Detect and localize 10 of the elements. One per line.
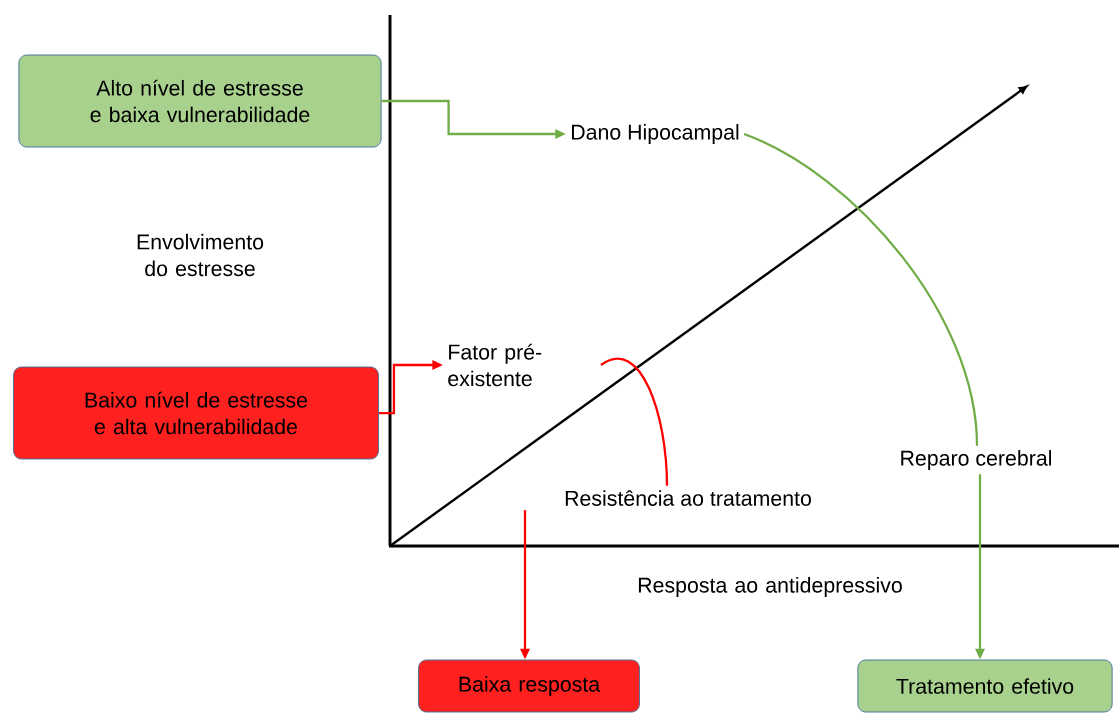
node-label: Dano Hipocampal	[572, 124, 739, 144]
axis-label: Envolvimento do estresse	[137, 233, 264, 277]
node-label: Fator pré-existente	[448, 343, 542, 387]
process-box: Baixa resposta	[418, 659, 640, 713]
node-label: Reparo cerebral	[901, 450, 1051, 470]
process-box: Tratamento efetivo	[857, 659, 1113, 713]
node-label: Resistência ao tratamento	[565, 490, 811, 506]
process-box: Alto nível de estresse e baixa vulnerabilidade	[18, 54, 382, 148]
axis-label: Resposta ao antidepressivo	[638, 577, 902, 597]
process-box: Baixo nível de estresse e alta vulnerabilidade	[13, 366, 379, 460]
